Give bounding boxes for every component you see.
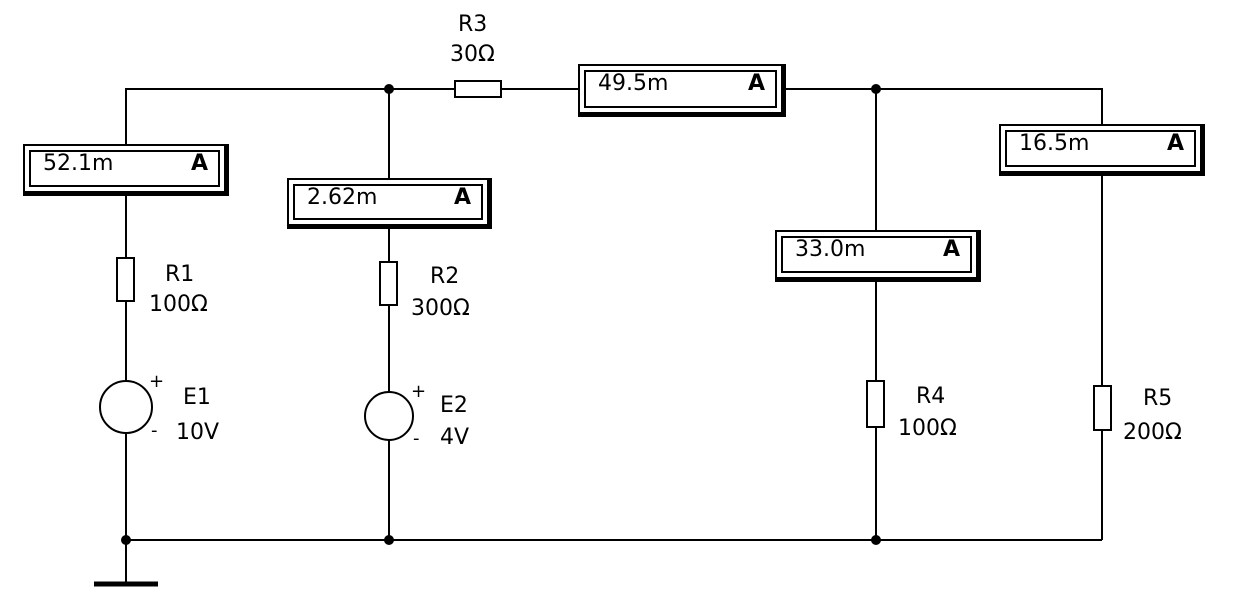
e1-plus-sign: + — [149, 371, 165, 392]
e2-plus-sign: + — [411, 381, 427, 402]
label-r3-name: R3 — [458, 12, 488, 37]
junction-node — [871, 535, 881, 545]
e2-minus-sign: - — [413, 428, 420, 449]
ammeter-display: 52.1m A — [29, 150, 220, 187]
ammeter-display: 49.5m A — [584, 70, 777, 108]
resistor-r4 — [866, 380, 885, 428]
ammeter-reading: 52.1m — [43, 151, 114, 176]
label-r2-name: R2 — [430, 264, 460, 289]
resistor-r5 — [1093, 385, 1112, 431]
wire-bottom — [125, 539, 1102, 584]
ammeter-a3: 49.5m A — [578, 64, 786, 117]
label-r3-value: 30Ω — [450, 42, 495, 67]
wire-top-right — [786, 88, 1103, 126]
resistor-r2 — [379, 261, 398, 306]
ammeter-reading: 49.5m — [598, 71, 669, 96]
ammeter-reading: 33.0m — [795, 237, 866, 262]
label-e1-name: E1 — [183, 385, 211, 410]
ammeter-display: 16.5m A — [1005, 130, 1196, 167]
ammeter-unit: A — [747, 71, 765, 96]
ammeter-a1: 52.1m A — [23, 144, 229, 196]
resistor-r1 — [116, 257, 135, 302]
ammeter-unit: A — [1166, 131, 1184, 156]
label-r2-value: 300Ω — [411, 296, 470, 321]
junction-node — [384, 84, 394, 94]
junction-node — [871, 84, 881, 94]
ammeter-a5: 16.5m A — [999, 124, 1205, 176]
label-r1-value: 100Ω — [149, 292, 208, 317]
ammeter-unit: A — [453, 185, 471, 210]
junction-node — [384, 535, 394, 545]
label-r4-name: R4 — [916, 384, 946, 409]
wire-top-left — [125, 88, 455, 146]
label-r1-name: R1 — [165, 262, 195, 287]
e1-minus-sign: - — [151, 420, 158, 441]
label-r5-value: 200Ω — [1123, 420, 1182, 445]
ammeter-display: 2.62m A — [293, 184, 483, 220]
label-e2-name: E2 — [440, 393, 468, 418]
ammeter-unit: A — [942, 237, 960, 262]
ammeter-reading: 16.5m — [1019, 131, 1090, 156]
voltage-source-e2 — [364, 391, 414, 441]
label-r4-value: 100Ω — [898, 416, 957, 441]
label-e1-value: 10V — [176, 420, 220, 445]
label-e2-value: 4V — [440, 425, 470, 450]
ammeter-display: 33.0m A — [781, 236, 972, 273]
ammeter-unit: A — [190, 151, 208, 176]
ammeter-a2: 2.62m A — [287, 178, 492, 229]
voltage-source-e1 — [99, 380, 153, 434]
junction-node — [121, 535, 131, 545]
label-r5-name: R5 — [1143, 386, 1173, 411]
resistor-r3 — [454, 80, 502, 98]
ammeter-a4: 33.0m A — [775, 230, 981, 282]
ammeter-reading: 2.62m — [307, 185, 378, 210]
